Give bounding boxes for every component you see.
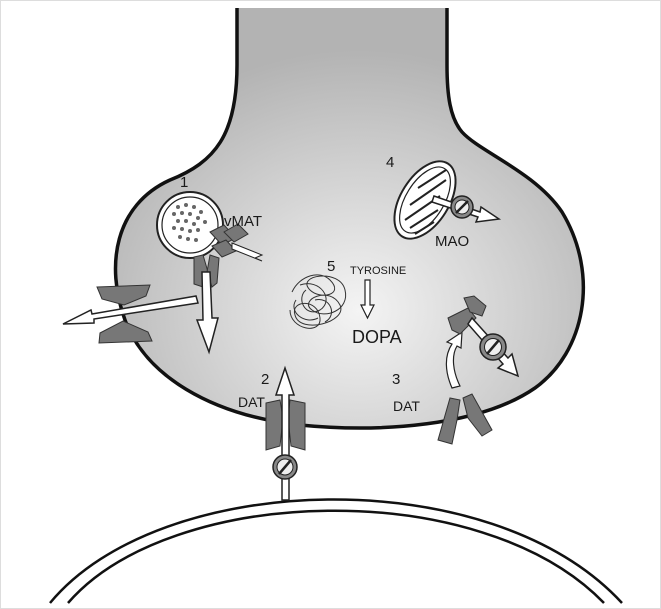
label-tyrosine: TYROSINE xyxy=(350,265,406,277)
label-dat-left: DAT xyxy=(238,394,265,410)
label-mao: MAO xyxy=(435,233,469,250)
label-dopa: DOPA xyxy=(352,327,402,347)
mao-inhibitor-icon xyxy=(451,196,473,218)
dat-inhibitor-icon-right xyxy=(480,334,506,360)
vesicle xyxy=(157,192,223,258)
label-1: 1 xyxy=(180,174,188,191)
label-4: 4 xyxy=(386,154,394,171)
label-2: 2 xyxy=(261,371,269,388)
label-vmat: vMAT xyxy=(224,213,262,230)
dat-inhibitor-icon-left xyxy=(273,455,297,479)
label-3: 3 xyxy=(392,371,400,388)
label-dat-right: DAT xyxy=(393,398,420,414)
label-5: 5 xyxy=(327,258,335,275)
